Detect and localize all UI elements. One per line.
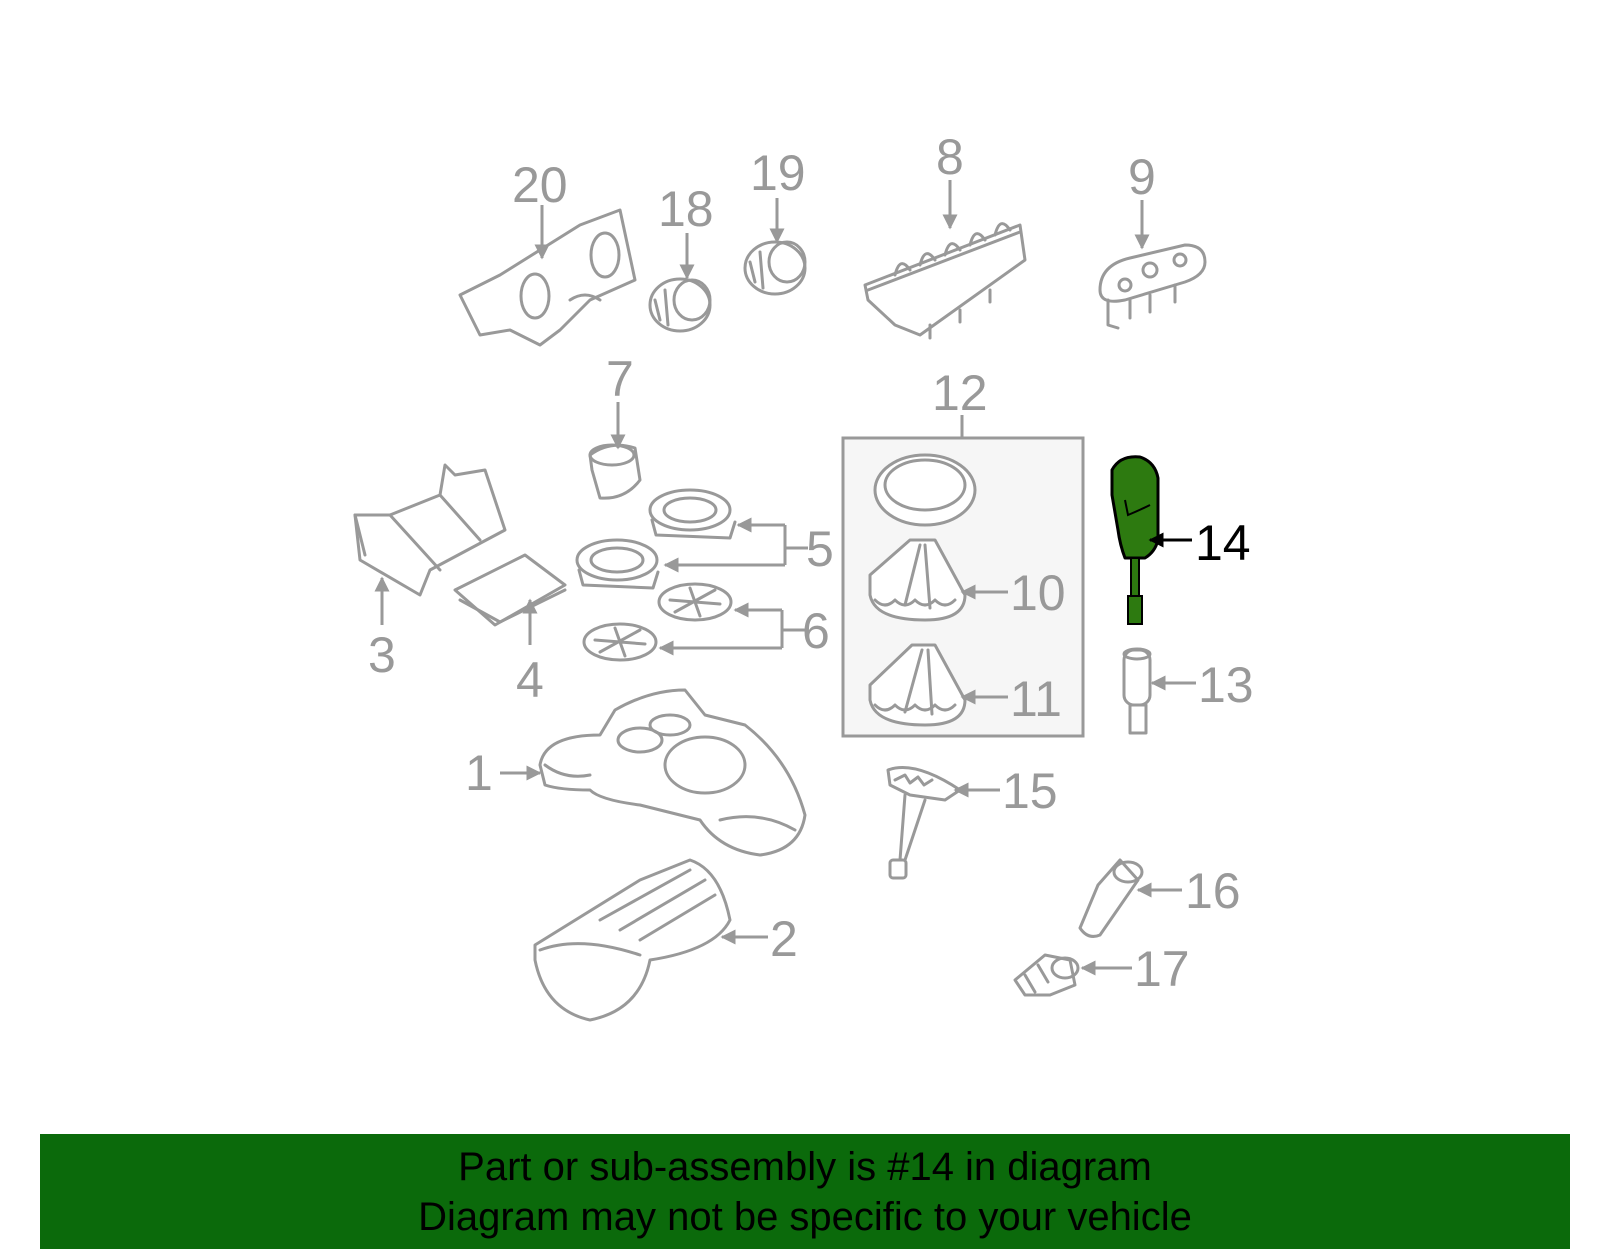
label-1: 1: [465, 745, 493, 801]
part-9-switch[interactable]: [1098, 243, 1207, 330]
part-4-mat[interactable]: [453, 553, 567, 627]
part-17-clip[interactable]: [1013, 953, 1080, 997]
label-19: 19: [750, 145, 806, 201]
parts-diagram-svg: 20 18 19 8 9 7 12 5 6 10 11 14 13 3 4 1 …: [353, 129, 1254, 1022]
label-16: 16: [1185, 863, 1241, 919]
part-1-console[interactable]: [538, 688, 807, 857]
part-20-trim-panel[interactable]: [458, 208, 637, 347]
label-12: 12: [932, 365, 988, 421]
part-16-bolt[interactable]: [1078, 858, 1144, 938]
label-8: 8: [936, 129, 964, 185]
label-11: 11: [1010, 671, 1062, 727]
part-7-cap[interactable]: [588, 443, 642, 500]
label-6: 6: [802, 603, 830, 659]
label-13: 13: [1198, 657, 1254, 713]
part-3-bracket[interactable]: [353, 463, 507, 597]
label-20: 20: [512, 157, 568, 213]
label-14: 14: [1195, 515, 1251, 571]
banner-line-1: Part or sub-assembly is #14 in diagram: [458, 1144, 1152, 1189]
part-15-sensor[interactable]: [886, 766, 962, 880]
banner-line-2: Diagram may not be specific to your vehi…: [418, 1194, 1192, 1239]
part-5-rings[interactable]: [575, 488, 737, 590]
parts-diagram: 20 18 19 8 9 7 12 5 6 10 11 14 13 3 4 1 …: [353, 129, 1254, 1022]
label-15: 15: [1002, 763, 1058, 819]
label-17: 17: [1134, 941, 1190, 997]
label-10: 10: [1010, 565, 1066, 621]
part-2-lower-trim[interactable]: [533, 858, 732, 1022]
label-9: 9: [1128, 149, 1156, 205]
label-3: 3: [368, 627, 396, 683]
part-18-knob-ring[interactable]: [648, 277, 712, 333]
label-2: 2: [770, 911, 798, 967]
label-18: 18: [658, 181, 714, 237]
part-13-pin[interactable]: [1122, 647, 1152, 735]
label-5: 5: [806, 521, 834, 577]
leader-lines: [374, 180, 1196, 976]
part-19-knob-ring[interactable]: [743, 240, 807, 296]
part-6-discs[interactable]: [582, 582, 733, 662]
info-banner: Part or sub-assembly is #14 in diagram D…: [40, 1134, 1570, 1249]
part-labels: 20 18 19 8 9 7 12 5 6 10 11 14 13 3 4 1 …: [368, 129, 1254, 997]
label-4: 4: [516, 652, 544, 708]
label-7: 7: [606, 351, 634, 407]
part-8-switch-block[interactable]: [863, 222, 1027, 340]
